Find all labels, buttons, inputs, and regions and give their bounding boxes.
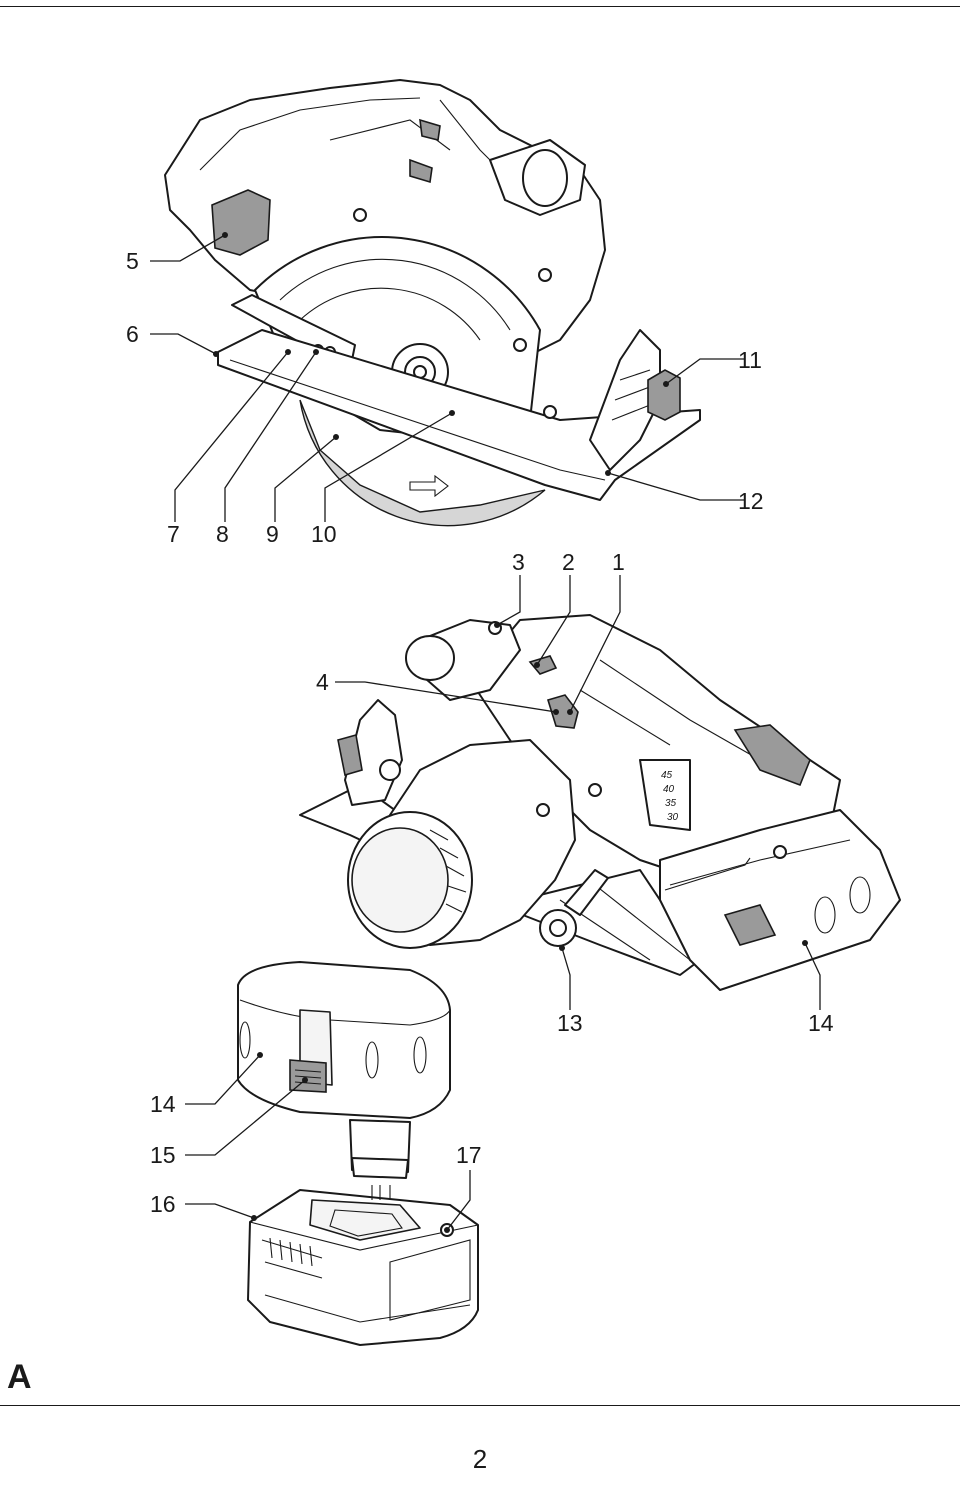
callout-2: 2 [562,549,575,575]
callout-9: 9 [266,521,279,547]
page-number: 2 [472,1444,488,1474]
callout-3: 3 [512,549,525,575]
battery-charger [247,1185,479,1346]
bevel-scale-30: 30 [667,812,679,823]
handle-knob [522,149,568,207]
callout-11: 11 [738,347,762,373]
callout-7: 7 [167,521,180,547]
lock-off-button [211,189,271,256]
circular-saw-blade-side-view [164,79,701,527]
saw-blade [299,399,546,527]
on-off-switch [546,694,579,729]
bottom-rule [0,1405,960,1406]
callout-12: 12 [738,488,764,514]
callout-8: 8 [216,521,229,547]
leader-lines-saw-top [150,232,745,522]
bevel-scale-35: 35 [665,798,677,809]
circular-saw-motor-side-view: 45 40 35 30 [299,614,901,991]
bevel-scale-45: 45 [661,770,673,781]
depth-adjust-lever [564,869,609,916]
callout-17: 17 [456,1142,482,1168]
top-rule [0,6,960,7]
lock-off-switch-2 [528,655,558,675]
callout-14-battery: 14 [150,1091,176,1117]
bevel-scale-40: 40 [663,784,675,795]
blade-guard-rear [469,614,841,881]
leader-lines-saw-middle [335,575,821,1010]
callout-6: 6 [126,321,139,347]
bevel-scale-quadrant [639,759,691,831]
callout-15: 15 [150,1142,176,1168]
callout-14-saw: 14 [808,1010,834,1036]
callout-16: 16 [150,1191,176,1217]
battery-pack [237,961,451,1179]
battery-pack-body [237,961,451,1119]
callout-13: 13 [557,1010,583,1036]
callout-10: 10 [311,521,337,547]
battery-pack-inserted [659,809,901,991]
bevel-lock-knob [647,369,681,421]
leader-lines-battery-charger [185,1052,471,1233]
figure-letter: A [7,1358,32,1396]
shoe-plate [217,329,701,501]
callout-4: 4 [316,669,329,695]
callout-5: 5 [126,248,139,274]
callout-1: 1 [612,549,625,575]
